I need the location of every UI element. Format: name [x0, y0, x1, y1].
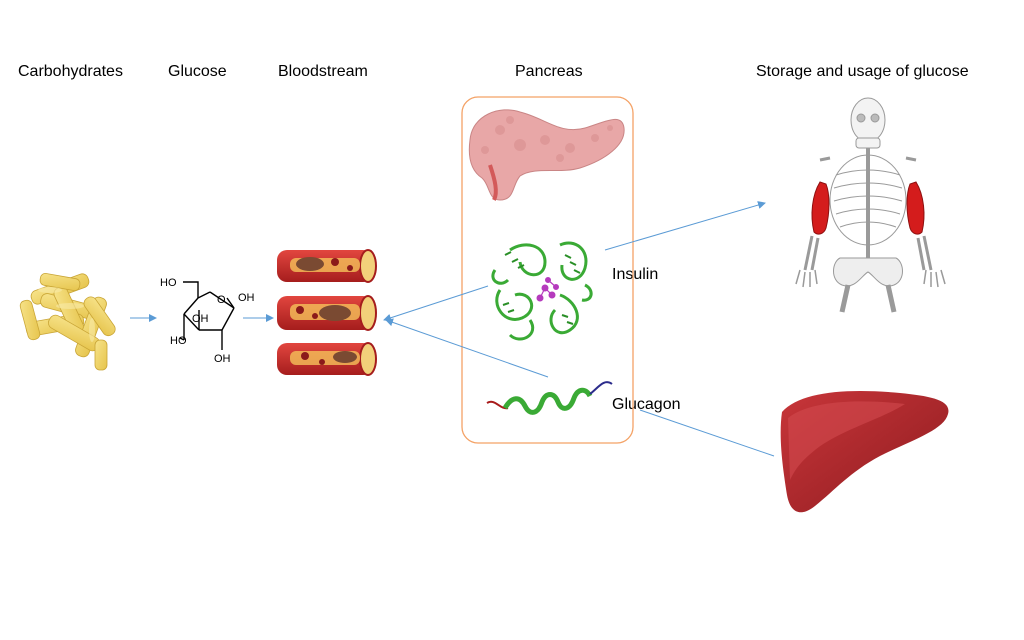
storage-label: Storage and usage of glucose: [756, 63, 969, 80]
glucose-oh-1: OH: [238, 292, 255, 304]
glucose-ho-bottom: HO: [170, 335, 187, 347]
insulin-protein-image: [491, 241, 593, 341]
pasta-image: [19, 273, 116, 371]
glucose-ring-o: O: [217, 294, 226, 306]
skeleton-image: [795, 97, 946, 313]
arrows: [130, 201, 775, 457]
blood-vessel-image: [277, 249, 377, 376]
pancreas-image: [468, 109, 625, 201]
glucagon-protein-image: [486, 381, 613, 415]
muscle-image: [811, 181, 925, 235]
insulin-label: Insulin: [612, 266, 659, 283]
glucose-structure: [179, 281, 235, 350]
pancreas-box: [461, 96, 634, 444]
glucose-ho-top: HO: [160, 277, 177, 289]
pancreas-label: Pancreas: [515, 63, 583, 80]
glucose-oh-2: OH: [192, 313, 209, 325]
glucose-oh-3: OH: [214, 353, 231, 365]
glucagon-label: Glucagon: [612, 396, 681, 413]
carbohydrates-label: Carbohydrates: [18, 63, 123, 80]
glucose-label: Glucose: [168, 63, 227, 80]
bloodstream-label: Bloodstream: [278, 63, 368, 80]
liver-image: [780, 391, 949, 513]
insulin-zinc-center: [536, 277, 559, 302]
